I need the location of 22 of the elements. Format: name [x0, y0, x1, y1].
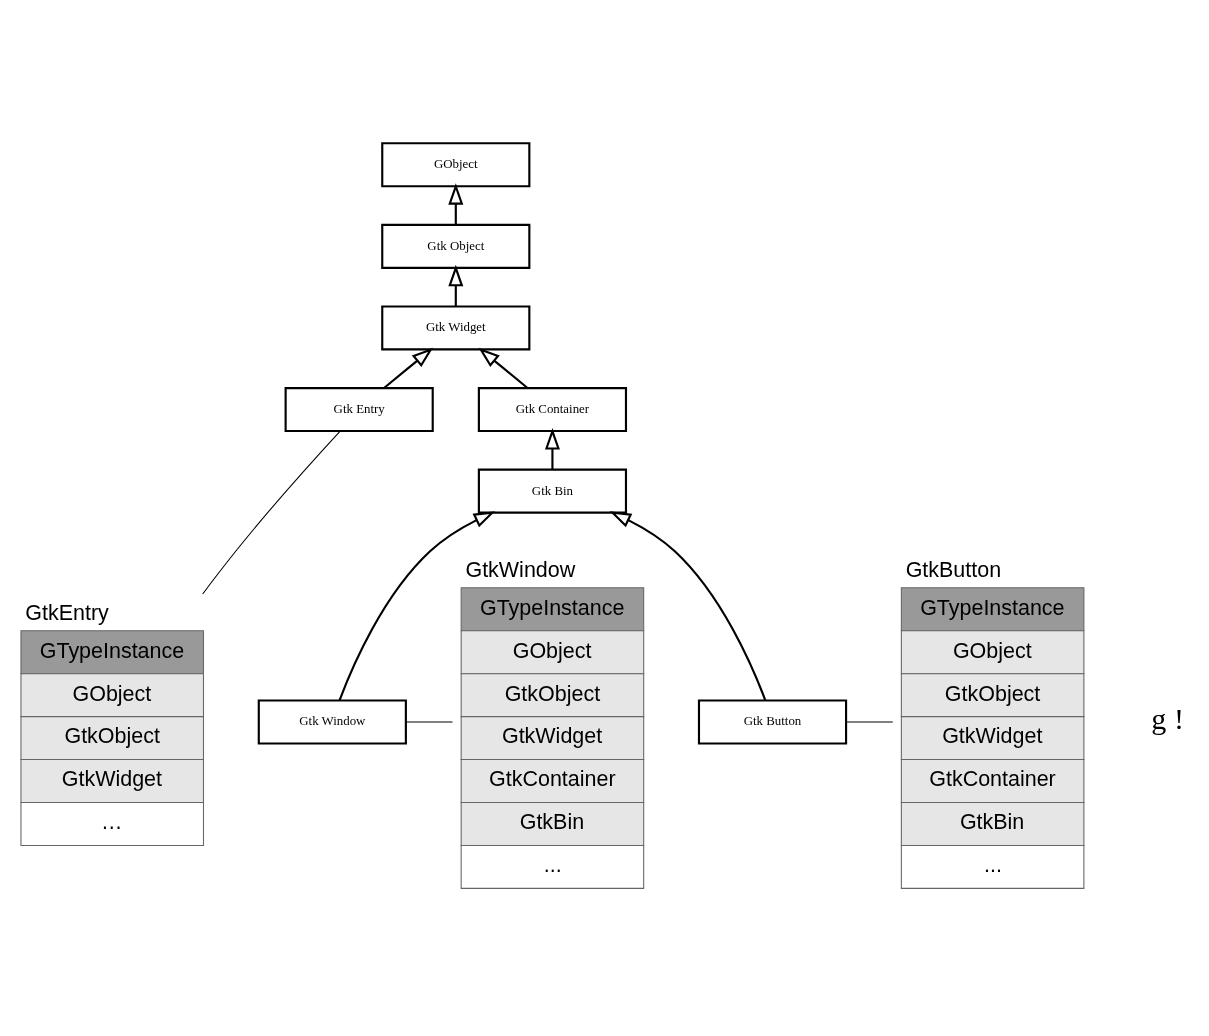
arrow	[448, 264, 464, 307]
node-box: Gtk Container	[477, 387, 628, 433]
node-box: Gtk Entry	[284, 387, 434, 433]
connector	[405, 721, 454, 723]
arrow	[609, 511, 767, 701]
label: g !	[1151, 702, 1184, 737]
arrow	[478, 347, 529, 389]
node-box: Gtk Bin	[477, 468, 628, 514]
connector	[202, 430, 341, 595]
connector	[845, 721, 894, 723]
node-label: GtkButton	[905, 558, 1002, 583]
node-box: Gtk Widget	[381, 305, 531, 351]
node-box: Gtk Object	[381, 223, 531, 269]
node-label: GtkWindow	[465, 558, 576, 583]
arrow	[383, 347, 434, 389]
node-box: GObject	[381, 142, 531, 188]
arrow	[448, 183, 464, 225]
node-label: GtkEntry	[25, 601, 109, 625]
node-box: Gtk Button	[697, 699, 848, 745]
node-box: Gtk Window	[257, 699, 407, 745]
arrow	[544, 428, 560, 470]
arrow	[338, 511, 496, 701]
